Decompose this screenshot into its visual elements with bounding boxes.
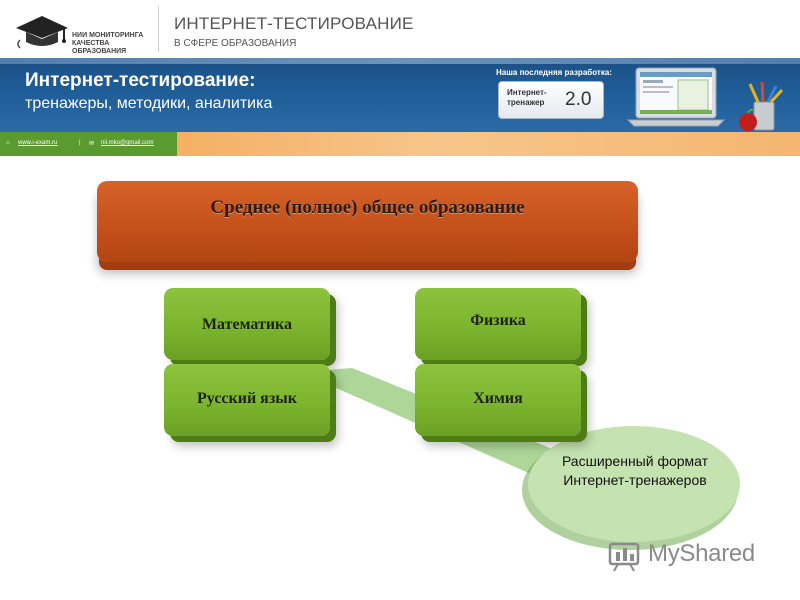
laptop-image bbox=[626, 67, 726, 127]
banner-title: Интернет-тестирование: bbox=[25, 70, 256, 91]
banner-stripe bbox=[0, 58, 800, 64]
site-header: НИИ МОНИТОРИНГА КАЧЕСТВА ОБРАЗОВАНИЯ ИНТ… bbox=[0, 0, 800, 58]
site-link[interactable]: www.i-exam.ru bbox=[18, 140, 58, 146]
trainer-promo-button[interactable]: Интернет-тренажер 2.0 bbox=[498, 81, 604, 119]
header-subtitle: В СФЕРЕ ОБРАЗОВАНИЯ bbox=[174, 38, 297, 49]
envelope-icon: ✉ bbox=[89, 141, 95, 147]
email-link[interactable]: nii.mko@gmail.com bbox=[101, 140, 154, 146]
pencils-apple-image bbox=[739, 81, 784, 131]
contacts-bar: ⌂ www.i-exam.ru | ✉ nii.mko@gmail.com bbox=[0, 132, 177, 156]
banner-subtitle: тренажеры, методики, аналитика bbox=[25, 95, 273, 112]
contacts-separator: | bbox=[79, 140, 81, 146]
logo[interactable]: НИИ МОНИТОРИНГА КАЧЕСТВА ОБРАЗОВАНИЯ bbox=[12, 10, 152, 55]
main-education-title: Среднее (полное) общее образование bbox=[210, 197, 525, 218]
subject-russian: Русский язык bbox=[164, 364, 330, 436]
header-title: ИНТЕРНЕТ-ТЕСТИРОВАНИЕ bbox=[174, 14, 414, 33]
subject-label: Русский язык bbox=[197, 390, 297, 407]
latest-development-label: Наша последняя разработка: bbox=[496, 68, 612, 77]
watermark-text: MyShared bbox=[648, 540, 755, 567]
header-divider bbox=[158, 6, 159, 52]
myshared-logo-icon bbox=[608, 542, 640, 572]
promo-product-name: Интернет-тренажер bbox=[507, 88, 547, 107]
callout-bubble bbox=[522, 426, 740, 550]
subject-chemistry: Химия bbox=[415, 364, 581, 436]
main-education-box: Среднее (полное) общее образование bbox=[97, 181, 638, 262]
subject-label: Математика bbox=[201, 316, 293, 333]
home-icon: ⌂ bbox=[6, 140, 10, 146]
promo-version: 2.0 bbox=[565, 89, 592, 110]
logo-text: НИИ МОНИТОРИНГА КАЧЕСТВА ОБРАЗОВАНИЯ bbox=[72, 32, 144, 55]
callout-text: Расширенный формат Интернет-тренажеров bbox=[561, 453, 709, 488]
subject-label: Химия bbox=[473, 390, 523, 407]
subject-math: Математика bbox=[164, 288, 330, 360]
banner: Интернет-тестирование: тренажеры, методи… bbox=[0, 58, 800, 132]
subject-label: Физика bbox=[470, 312, 526, 329]
graduation-cap-icon bbox=[16, 16, 68, 49]
subject-physics: Физика bbox=[415, 288, 581, 360]
